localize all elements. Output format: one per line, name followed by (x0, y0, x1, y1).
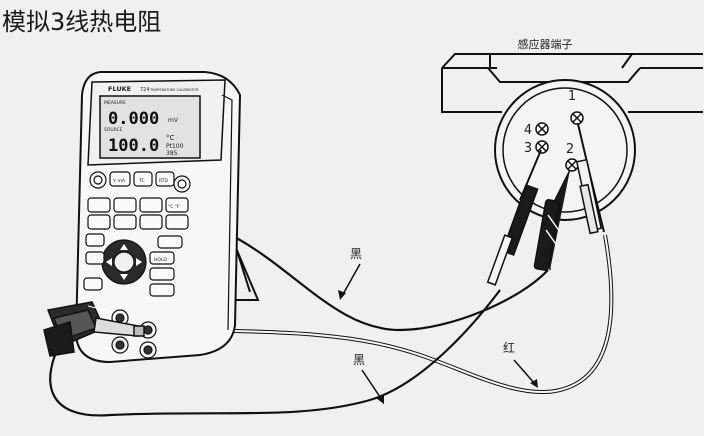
key-r7c3[interactable] (149, 283, 175, 297)
backlight-button[interactable] (173, 175, 191, 193)
wire-label-red: 红 (503, 340, 515, 355)
terminal-1-number: 1 (568, 89, 576, 104)
grey-plug (93, 317, 145, 337)
key-r2c2[interactable] (113, 197, 137, 213)
meter-unit-pt100: Pt100 (166, 143, 184, 150)
meter-keypad (83, 171, 191, 359)
terminal-4-number: 4 (524, 123, 532, 138)
key-r6c3[interactable] (149, 267, 175, 281)
key-r5c3[interactable] (149, 251, 175, 265)
diagram-title: 模拟3线热电阻 (2, 8, 162, 36)
key-r3c4[interactable] (165, 214, 189, 230)
wire-label-black-lower-group: 黑 (353, 353, 384, 404)
meter-subtitle: TEMPERATURE CALIBRATOR (149, 88, 199, 92)
key-r2c3[interactable] (139, 197, 163, 213)
wire-label-black-upper-group: 黑 (338, 247, 362, 300)
probe-terminal-1 (575, 123, 605, 235)
key-r6c1[interactable] (83, 277, 103, 291)
meter-measure-label: MEASURE (104, 100, 126, 106)
sensor-housing (441, 53, 703, 221)
key-label-7: HOLD (154, 257, 167, 263)
power-button[interactable] (89, 171, 107, 189)
meter-reading-top: 0.000 (108, 109, 159, 129)
keypad-labels: V mA TC RTD °C °F HOLD (113, 178, 180, 263)
sensor-terminal-label: 感应器端子 (518, 37, 573, 51)
wire-label-black-lower: 黑 (353, 353, 365, 367)
key-label-2: RTD (159, 178, 169, 184)
rtd-button[interactable] (155, 171, 175, 187)
key-r2c4[interactable] (165, 197, 189, 213)
key-r3c3[interactable] (139, 214, 163, 230)
meter-unit-top: mV (168, 117, 179, 124)
key-label-5: °C °F (168, 204, 180, 210)
wire-label-black-upper: 黑 (350, 247, 362, 261)
key-r3c1[interactable] (87, 214, 111, 230)
wire-label-red-group: 红 (503, 340, 538, 388)
meter-source-label: SOURCE (104, 127, 123, 133)
black-wire-lower (49, 289, 501, 417)
probe-terminal-3 (486, 149, 542, 286)
red-wire (139, 234, 614, 395)
terminal-3-number: 3 (524, 141, 532, 156)
key-label-0: V mA (113, 178, 126, 184)
clip-terminal-2 (533, 169, 571, 271)
vma-button[interactable] (109, 171, 131, 187)
meter-unit-celsius: °C (166, 134, 175, 142)
meter-unit-385: 385 (166, 150, 178, 157)
key-r3c2[interactable] (113, 214, 137, 230)
meter-brand: FLUKE (108, 85, 131, 93)
key-label-1: TC (138, 178, 145, 184)
key-r2c1[interactable] (87, 197, 111, 213)
tc-button[interactable] (133, 171, 153, 187)
meter-model: 724 (140, 87, 150, 93)
black-plug-stack (43, 301, 113, 357)
key-r5c1[interactable] (85, 251, 105, 265)
meter-reading-bottom: 100.0 (108, 136, 159, 156)
terminal-2-number: 2 (566, 142, 574, 157)
key-r4c3[interactable] (157, 235, 183, 249)
key-r4c1[interactable] (85, 233, 105, 247)
